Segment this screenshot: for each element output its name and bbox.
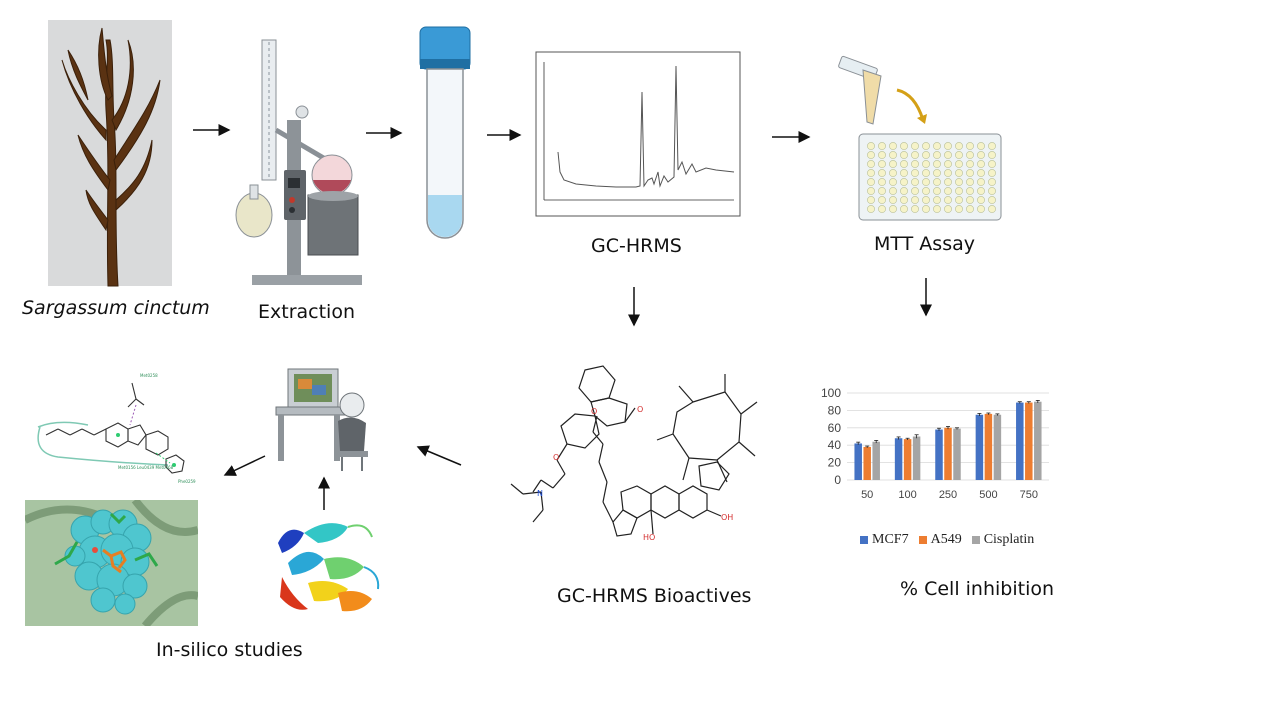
y-tick-label: 100 [821,386,841,400]
bar-cisplatin [993,414,1002,480]
legend-swatch-a549 [918,536,927,544]
mtt-label: MTT Assay [874,233,975,255]
bar-a549 [903,439,912,480]
legend-label-cisplatin: Cisplatin [983,532,1035,547]
interaction-diagram: Met0258 Met0156 Leu0439 Met0468 Phe0259 [37,373,196,484]
arrow-computer-to-insilico [223,455,266,476]
docking-image [25,500,198,626]
mtt-plate-icon [838,55,1002,221]
svg-text:Phe0259: Phe0259 [178,479,196,484]
rotary-evaporator-icon [235,39,362,285]
bar-cisplatin [953,428,961,480]
svg-text:HO: HO [643,533,655,542]
svg-text:Met0258: Met0258 [140,373,158,378]
gchrms-label: GC-HRMS [591,235,682,257]
x-tick-label: 500 [979,489,997,501]
svg-text:N: N [537,489,543,498]
arrow-bioactives-to-computer [416,445,462,466]
bar-cisplatin [1034,401,1042,480]
chromatogram-image [535,51,741,217]
inhibition-label: % Cell inhibition [900,578,1055,600]
protein-ribbon-icon [278,523,380,612]
bar-a549 [1025,402,1033,480]
bar-mcf7 [935,429,943,480]
svg-text:O: O [553,453,559,462]
bar-a549 [944,427,952,480]
y-tick-label: 80 [828,403,842,417]
bar-mcf7 [894,438,903,480]
computer-user-icon [275,368,368,471]
seaweed-photo [48,20,172,287]
bar-a549 [984,413,993,480]
svg-text:Met0156 Leu0439 Met0468: Met0156 Leu0439 Met0468 [118,465,174,470]
y-tick-label: 20 [828,456,842,470]
seaweed-fronds [61,27,161,287]
y-tick-label: 0 [834,473,841,487]
seaweed-label: Sargassum cinctum [22,297,210,319]
bar-mcf7 [854,443,862,480]
legend-item-mcf7: MCF7 [860,532,909,548]
legend-label-a549: A549 [930,532,962,547]
x-tick-label: 250 [939,489,957,501]
x-tick-label: 100 [898,489,916,501]
legend-label-mcf7: MCF7 [872,532,909,547]
molecule-structures: O O O OH HO N [510,365,758,542]
chart-legend: MCF7 A549 Cisplatin [860,532,1044,548]
legend-swatch-mcf7 [860,536,868,544]
legend-item-a549: A549 [918,532,962,548]
test-tube-icon [419,26,471,239]
legend-item-cisplatin: Cisplatin [971,532,1035,548]
insilico-label: In-silico studies [156,639,303,661]
extraction-label: Extraction [258,301,355,323]
bar-cisplatin [912,436,921,480]
y-tick-label: 40 [828,438,842,452]
bar-cisplatin [872,441,880,480]
y-tick-label: 60 [828,421,842,435]
plate-wells [867,142,996,213]
svg-text:O: O [637,405,643,414]
svg-text:OH: OH [721,513,733,522]
bar-mcf7 [1016,402,1024,480]
x-tick-label: 750 [1020,489,1038,501]
bioactives-label: GC-HRMS Bioactives [557,585,752,607]
bar-a549 [863,446,871,480]
legend-swatch-cisplatin [971,536,980,544]
svg-text:O: O [591,407,597,416]
bar-mcf7 [975,414,984,480]
cell-inhibition-chart: 0 20 40 60 80 100 50 100 250 500 750 [821,386,1049,501]
x-tick-label: 50 [861,489,873,501]
